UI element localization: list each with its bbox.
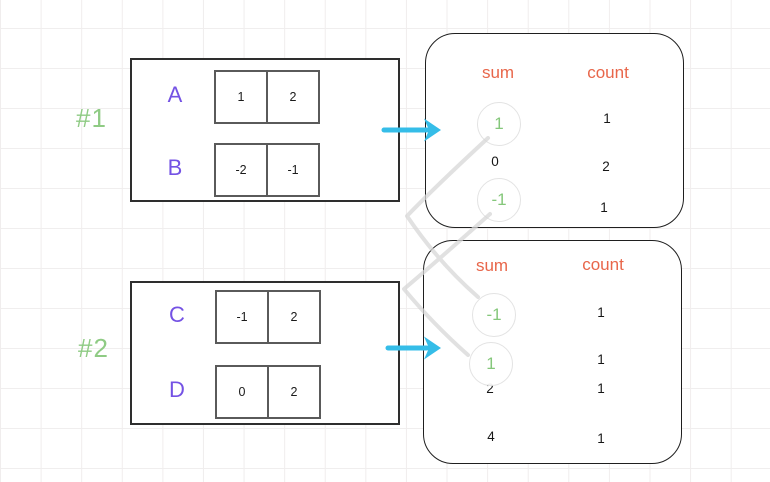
array-a-label: A (167, 82, 183, 107)
table-1-count-header: count (587, 63, 629, 82)
array-row-c: C -1 2 (132, 290, 398, 344)
array-a-cell-1: 2 (266, 70, 320, 124)
table-2-sum-highlight-1: -1 (472, 293, 516, 337)
group-2-id-label: #2 (78, 333, 109, 363)
table-2-row-4-count: 1 (597, 431, 605, 446)
array-row-a: A 1 2 (132, 70, 398, 124)
array-row-d: D 0 2 (132, 365, 398, 419)
table-1-row-3-sum: -1 (491, 190, 507, 209)
result-table-1: sum count 1 1 0 2 -1 1 (425, 33, 684, 228)
group-1-box: A 1 2 B -2 -1 (130, 58, 400, 202)
array-b-label: B (167, 155, 183, 180)
array-c-cell-1: 2 (267, 290, 321, 344)
table-1-sum-highlight-1: 1 (477, 102, 521, 146)
array-c-label: C (169, 302, 185, 327)
array-c-cell-0: -1 (215, 290, 269, 344)
table-1-row-2-count: 2 (602, 159, 610, 174)
array-d-cells: 0 2 (215, 365, 321, 419)
table-1-row-2-sum: 0 (491, 154, 499, 169)
array-b-cell-0: -2 (214, 143, 268, 197)
table-1-row-1-sum: 1 (494, 114, 504, 133)
group-2-box: C -1 2 D 0 2 (130, 281, 400, 425)
table-2-row-3-sum: 2 (486, 381, 494, 396)
table-2-count-header: count (582, 255, 624, 274)
table-1-sum-header: sum (481, 63, 515, 82)
table-2-row-2-count: 1 (597, 352, 605, 367)
table-1-row-3-count: 1 (600, 200, 608, 215)
array-b-cell-1: -1 (266, 143, 320, 197)
array-d-label: D (169, 377, 185, 402)
table-2-row-1-count: 1 (597, 305, 605, 320)
table-1-sum-highlight-2: -1 (477, 178, 521, 222)
table-1-row-1-count: 1 (603, 111, 611, 126)
table-2-row-4-sum: 4 (487, 429, 495, 444)
array-c-cells: -1 2 (215, 290, 321, 344)
table-2-row-3-count: 1 (597, 381, 605, 396)
array-b-cells: -2 -1 (214, 143, 320, 197)
group-1-id-label: #1 (76, 103, 107, 133)
table-2-sum-highlight-2: 1 (469, 342, 513, 386)
table-2-sum-header: sum (475, 256, 509, 275)
array-a-cells: 1 2 (214, 70, 320, 124)
array-d-cell-1: 2 (267, 365, 321, 419)
array-a-cell-0: 1 (214, 70, 268, 124)
table-2-row-1-sum: -1 (486, 305, 502, 324)
result-table-2: sum count -1 1 1 1 2 1 4 1 (423, 240, 682, 464)
table-2-row-2-sum: 1 (486, 354, 496, 373)
array-d-cell-0: 0 (215, 365, 269, 419)
array-row-b: B -2 -1 (132, 143, 398, 197)
